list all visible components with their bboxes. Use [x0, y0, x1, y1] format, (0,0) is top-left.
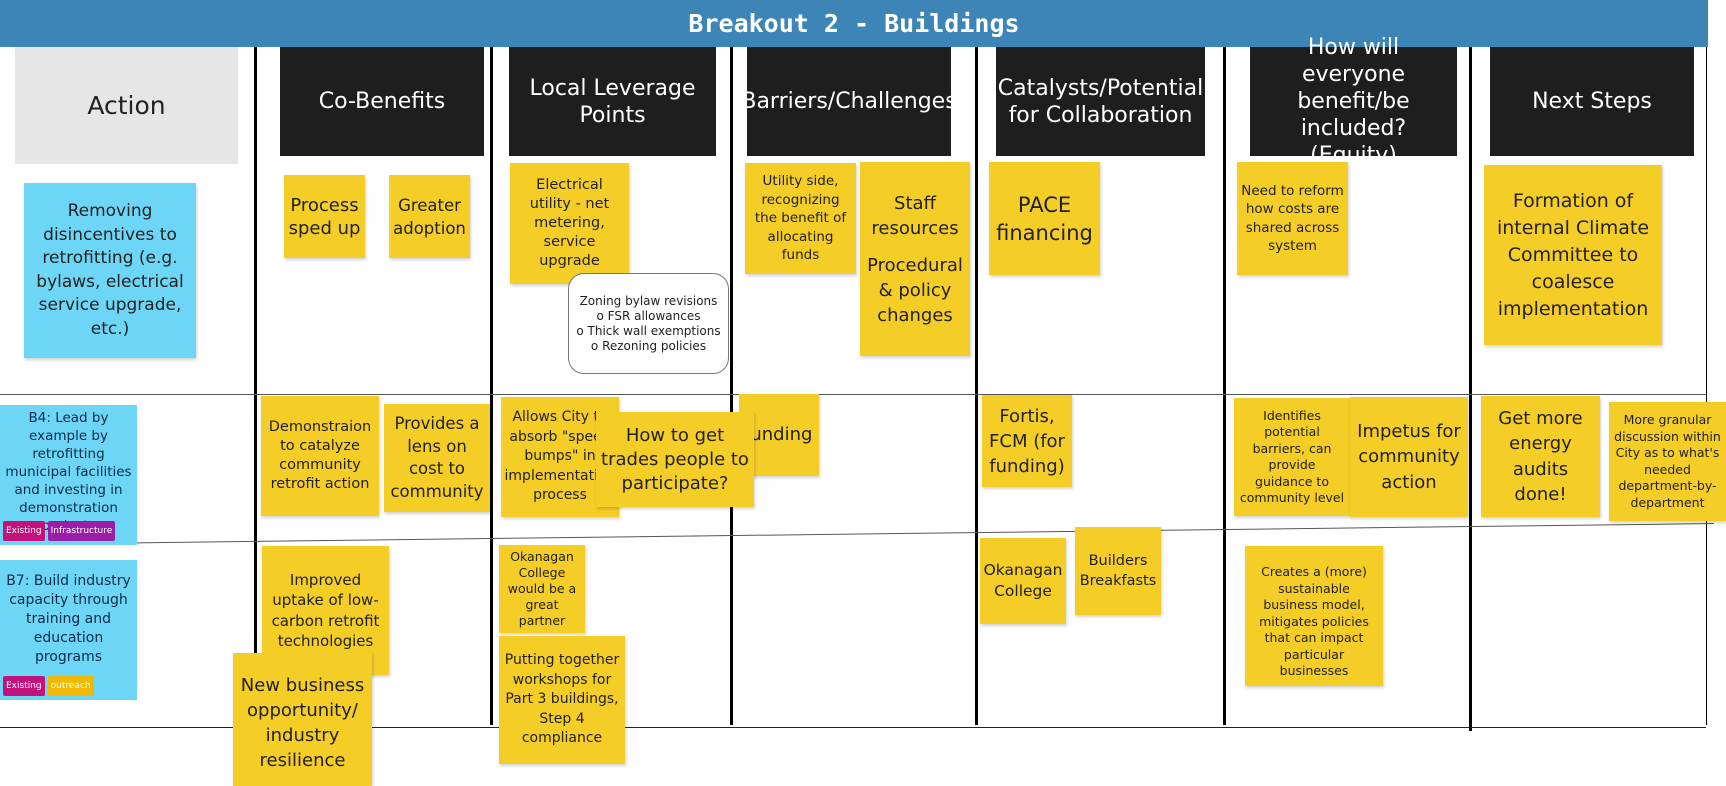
tag-outreach[interactable]: outreach	[47, 676, 94, 696]
action-card-text: B4: Lead by example by retrofitting muni…	[5, 410, 132, 534]
sticky-note-text: How to get trades people to participate?	[601, 424, 749, 494]
tag-infrastructure[interactable]: Infrastructure	[47, 521, 116, 541]
sticky-note[interactable]: Formation of internal Climate Committee …	[1484, 165, 1662, 345]
sticky-note[interactable]: Creates a (more) sustainable business mo…	[1245, 546, 1383, 686]
header-leverage-label: Local Leverage Points	[529, 75, 696, 128]
board-title-banner: Breakout 2 - Buildings	[0, 0, 1708, 47]
sticky-note[interactable]: Okanagan College	[980, 538, 1066, 624]
sticky-note-text: More granular discussion within City as …	[1614, 412, 1721, 510]
column-divider	[975, 47, 978, 725]
action-card-b4[interactable]: B4: Lead by example by retrofitting muni…	[0, 405, 137, 545]
sticky-note-text: Procedural & policy changes	[867, 254, 963, 326]
column-divider	[1469, 47, 1472, 731]
header-nextsteps: Next Steps	[1490, 47, 1694, 156]
header-barriers-label: Barriers/Challenges	[741, 89, 957, 114]
bubble-line: o Rezoning policies	[590, 338, 707, 353]
sticky-note-text: Need to reform how costs are shared acro…	[1241, 182, 1344, 255]
sticky-note-text: New business opportunity/ industry resil…	[240, 675, 365, 771]
sticky-note-text: Formation of internal Climate Committee …	[1496, 189, 1650, 320]
header-cobenefits-label: Co-Benefits	[318, 89, 446, 114]
sticky-note[interactable]: Putting together workshops for Part 3 bu…	[499, 636, 625, 764]
sticky-note[interactable]: Greater adoption	[389, 175, 470, 258]
sticky-note[interactable]: How to get trades people to participate?	[596, 412, 754, 507]
sticky-note[interactable]: Provides a lens on cost to community	[384, 404, 490, 512]
column-divider	[1223, 47, 1226, 725]
sticky-note[interactable]: Identifies potential barriers, can provi…	[1234, 398, 1350, 516]
sticky-note-text: Staff resources	[871, 192, 959, 239]
sticky-note[interactable]: Get more energy audits done!	[1481, 396, 1600, 517]
column-divider	[254, 47, 257, 725]
sticky-note-double[interactable]: Staff resources Procedural & policy chan…	[860, 162, 970, 356]
sticky-note[interactable]: Impetus for community action	[1350, 397, 1468, 517]
action-card-text: Removing disincentives to retrofitting (…	[36, 201, 184, 339]
action-card-removing-disincentives[interactable]: Removing disincentives to retrofitting (…	[24, 183, 196, 358]
bubble-line: o Thick wall exemptions	[576, 323, 721, 338]
sticky-note[interactable]: Fortis, FCM (for funding)	[982, 395, 1072, 487]
column-divider	[1706, 47, 1707, 725]
action-card-b7[interactable]: B7: Build industry capacity through trai…	[0, 560, 137, 700]
row-divider	[0, 394, 1706, 395]
action-card-text: B7: Build industry capacity through trai…	[6, 573, 131, 665]
text-bubble-zoning[interactable]: Zoning bylaw revisions o FSR allowances …	[568, 273, 729, 374]
row-divider	[0, 523, 1714, 545]
sticky-note[interactable]: More granular discussion within City as …	[1609, 402, 1726, 521]
sticky-note-text: Creates a (more) sustainable business mo…	[1259, 564, 1369, 678]
sticky-note-text: PACE financing	[996, 192, 1093, 245]
sticky-note-text: Improved uptake of low-carbon retrofit t…	[271, 570, 380, 651]
sticky-note-text: Demonstraion to catalyze community retro…	[268, 419, 372, 492]
sticky-note[interactable]: Builders Breakfasts	[1075, 527, 1161, 615]
sticky-note[interactable]: New business opportunity/ industry resil…	[233, 653, 372, 786]
header-catalysts-label: Catalysts/Potential for Collaboration	[997, 75, 1204, 128]
header-equity-label: How will everyone benefit/be included? (…	[1297, 35, 1410, 168]
column-divider	[730, 47, 733, 725]
row-divider	[0, 727, 1706, 728]
sticky-note-text: Electrical utility - net metering, servi…	[529, 177, 610, 269]
sticky-note[interactable]: Demonstraion to catalyze community retro…	[261, 396, 379, 516]
header-equity: How will everyone benefit/be included? (…	[1250, 35, 1457, 168]
sticky-note-text: Okanagan College	[983, 561, 1063, 600]
tag-existing[interactable]: Existing	[3, 521, 45, 541]
sticky-note[interactable]: Okanagan College would be a great partne…	[499, 545, 585, 633]
sticky-note-text: Identifies potential barriers, can provi…	[1239, 407, 1345, 506]
tag-existing[interactable]: Existing	[3, 676, 45, 696]
sticky-note-text: Utility side, recognizing the benefit of…	[754, 173, 847, 264]
sticky-note[interactable]: Need to reform how costs are shared acro…	[1237, 162, 1348, 275]
sticky-note-text: Get more energy audits done!	[1498, 407, 1583, 506]
sticky-note[interactable]: PACE financing	[989, 162, 1100, 275]
sticky-note-text: Impetus for community action	[1357, 420, 1461, 493]
sticky-note[interactable]: Utility side, recognizing the benefit of…	[745, 163, 856, 274]
header-action-label: Action	[87, 91, 166, 120]
sticky-note[interactable]: Process sped up	[284, 175, 365, 258]
header-action: Action	[15, 47, 238, 164]
column-divider	[490, 47, 493, 725]
sticky-note-text: Builders Breakfasts	[1079, 553, 1157, 589]
sticky-note-text: Provides a lens on cost to community	[390, 414, 484, 501]
bubble-text: Zoning bylaw revisions o FSR allowances …	[576, 294, 720, 354]
sticky-note[interactable]: Electrical utility - net metering, servi…	[510, 163, 629, 284]
header-barriers: Barriers/Challenges	[741, 47, 957, 156]
sticky-note-text: Process sped up	[288, 194, 361, 239]
sticky-note-text: Funding	[741, 424, 813, 445]
header-leverage: Local Leverage Points	[509, 47, 716, 156]
header-nextsteps-label: Next Steps	[1532, 89, 1652, 114]
bubble-line: Zoning bylaw revisions	[579, 293, 718, 308]
sticky-note-text: Greater adoption	[393, 195, 466, 238]
sticky-note-text: Allows City to absorb "speed bumps" in i…	[504, 409, 616, 504]
board-title: Breakout 2 - Buildings	[688, 9, 1020, 38]
bubble-line: o FSR allowances	[596, 308, 701, 323]
sticky-note-text: Okanagan College would be a great partne…	[507, 549, 577, 628]
sticky-note-text: Fortis, FCM (for funding)	[989, 405, 1065, 477]
header-catalysts: Catalysts/Potential for Collaboration	[996, 47, 1205, 156]
sticky-note-text: Putting together workshops for Part 3 bu…	[504, 652, 620, 747]
header-cobenefits: Co-Benefits	[280, 47, 484, 156]
